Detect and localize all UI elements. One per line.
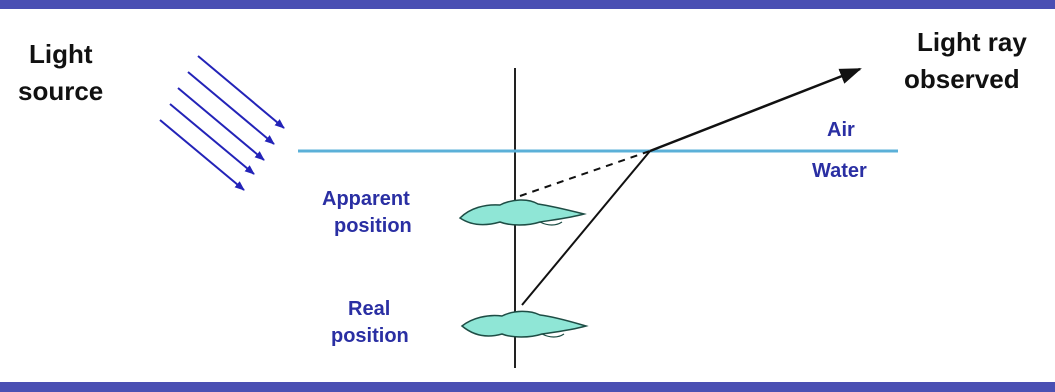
top-frame-bar bbox=[0, 0, 1055, 9]
real-fish-icon bbox=[460, 310, 589, 338]
light-ray-arrow bbox=[197, 55, 285, 129]
observed-label-line2: observed bbox=[904, 64, 1020, 94]
light-ray-arrow bbox=[177, 87, 265, 161]
real-position-label-line1: Real bbox=[348, 298, 390, 320]
incoming-light-rays bbox=[159, 55, 285, 191]
light-source-label-line1: Light bbox=[29, 39, 93, 69]
real-position-label-line2: position bbox=[331, 325, 409, 347]
water-label: Water bbox=[812, 160, 867, 182]
apparent-sightline-dashed bbox=[519, 150, 651, 197]
refracted-ray-in-water bbox=[521, 150, 651, 306]
apparent-fish-icon bbox=[458, 199, 587, 226]
light-ray-arrow bbox=[169, 103, 255, 175]
light-ray-arrow bbox=[187, 71, 275, 145]
light-ray-arrow bbox=[159, 119, 245, 191]
observed-ray-in-air bbox=[649, 67, 862, 153]
observed-label-line1: Light ray bbox=[917, 27, 1027, 57]
bottom-frame-bar bbox=[0, 382, 1055, 392]
apparent-position-label-line1: Apparent bbox=[322, 188, 410, 210]
apparent-position-label-line2: position bbox=[334, 215, 412, 237]
air-label: Air bbox=[827, 119, 855, 141]
light-source-label-line2: source bbox=[18, 76, 103, 106]
